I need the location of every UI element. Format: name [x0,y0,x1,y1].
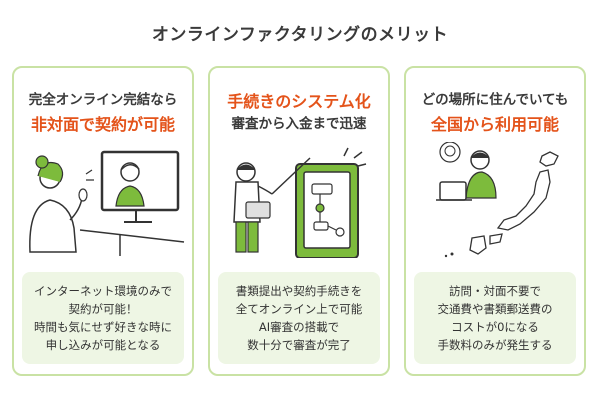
description-line: 書類提出や契約手続きを [235,284,363,298]
description-line: 交通費や書類郵送費の [437,302,553,316]
system-device-illustration-icon [233,147,367,258]
card-heading-main: 手続きのシステム化 [227,92,371,111]
card-heading-main: 非対面で契約が可能 [30,115,175,134]
card-nationwide: どの場所に住んでいても 全国から利用可能 訪問・対面不要で 交通費や書類郵送費の… [404,66,586,376]
card-heading-sub: 完全オンライン完結なら [28,92,178,108]
description-line: インターネット環境のみで [34,284,172,298]
description-line: 手数料のみが発生する [437,338,553,352]
page-title: オンラインファクタリングのメリット [151,25,449,45]
description-line: 契約が可能！ [68,302,138,316]
card-heading-sub: 審査から入金まで迅速 [231,116,367,132]
description-line: 時間も気にせず好きな時に [34,320,172,334]
card-description: インターネット環境のみで 契約が可能！ 時間も気にせず好きな時に 申し込みが可能… [22,272,184,364]
card-description: 書類提出や契約手続きを 全てオンライン上で可能 AI審査の搭載で 数十分で審査が… [218,272,380,364]
card-heading-main: 全国から利用可能 [430,115,559,134]
video-call-illustration-icon [29,150,185,256]
card-online-contract: 完全オンライン完結なら 非対面で契約が可能 インターネット環境のみで 契 [12,66,194,376]
description-line: 全てオンライン上で可能 [235,302,363,316]
description-line: 訪問・対面不要で [449,284,541,298]
description-line: AI審査の搭載で [258,320,340,334]
card-description: 訪問・対面不要で 交通費や書類郵送費の コストが0になる 手数料のみが発生する [414,272,576,364]
description-line: コストが0になる [451,320,539,334]
card-system-process: 手続きのシステム化 審査から入金まで迅速 [208,66,390,376]
japan-map-illustration-icon [436,142,559,258]
card-heading-sub: どの場所に住んでいても [421,92,569,108]
description-line: 数十分で審査が完了 [247,338,351,352]
description-line: 申し込みが可能となる [45,338,161,352]
